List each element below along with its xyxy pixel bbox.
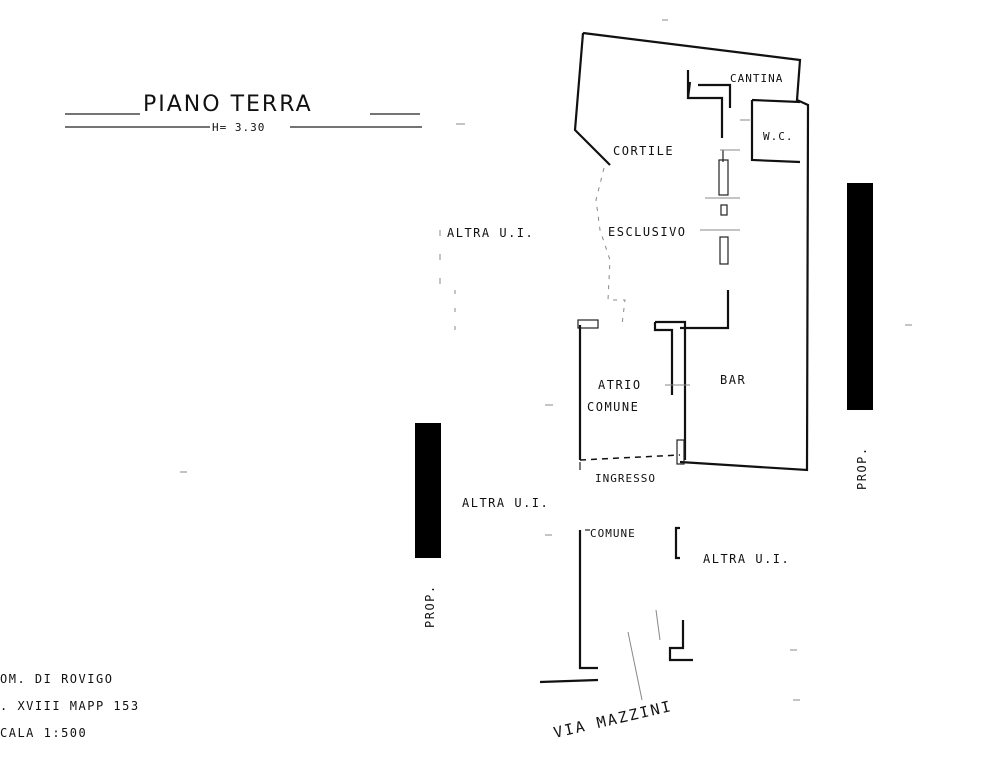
room-ingresso: INGRESSO [595, 472, 656, 485]
plan-title: PIANO TERRA [143, 92, 313, 117]
neighbor-labels: ALTRA U.I. ALTRA U.I. ALTRA U.I. [447, 226, 790, 566]
prop-bar-right [847, 183, 873, 410]
building-outline [180, 19, 912, 701]
neighbor-left-top: ALTRA U.I. [447, 226, 534, 240]
street-name: VIA MAZZINI [552, 697, 674, 742]
prop-label-right: PROP. [855, 446, 869, 490]
room-cantina: CANTINA [730, 72, 783, 85]
room-atrio: ATRIO [598, 378, 642, 392]
neighbor-right-low: ALTRA U.I. [703, 552, 790, 566]
room-bar: BAR [720, 373, 746, 387]
cadastral-info: OM. DI ROVIGO . XVIII MAPP 153 CALA 1:50… [0, 672, 140, 740]
room-atrio-comune: COMUNE [587, 400, 639, 414]
room-comune-lower: COMUNE [590, 527, 636, 540]
plan-height: H= 3.30 [212, 121, 265, 134]
info-line-3: CALA 1:500 [0, 726, 87, 740]
info-line-2: . XVIII MAPP 153 [0, 699, 140, 713]
prop-label-left: PROP. [423, 584, 437, 628]
title-block: PIANO TERRA H= 3.30 [65, 92, 422, 134]
prop-markers: PROP. PROP. [415, 183, 873, 628]
prop-bar-left [415, 423, 441, 558]
room-wc: W.C. [763, 130, 794, 143]
info-line-1: OM. DI ROVIGO [0, 672, 113, 686]
room-cortile: CORTILE [613, 144, 674, 158]
neighbor-left-mid: ALTRA U.I. [462, 496, 549, 510]
room-esclusivo: ESCLUSIVO [608, 225, 687, 239]
room-labels: CANTINA W.C. CORTILE ESCLUSIVO ATRIO COM… [587, 72, 794, 540]
